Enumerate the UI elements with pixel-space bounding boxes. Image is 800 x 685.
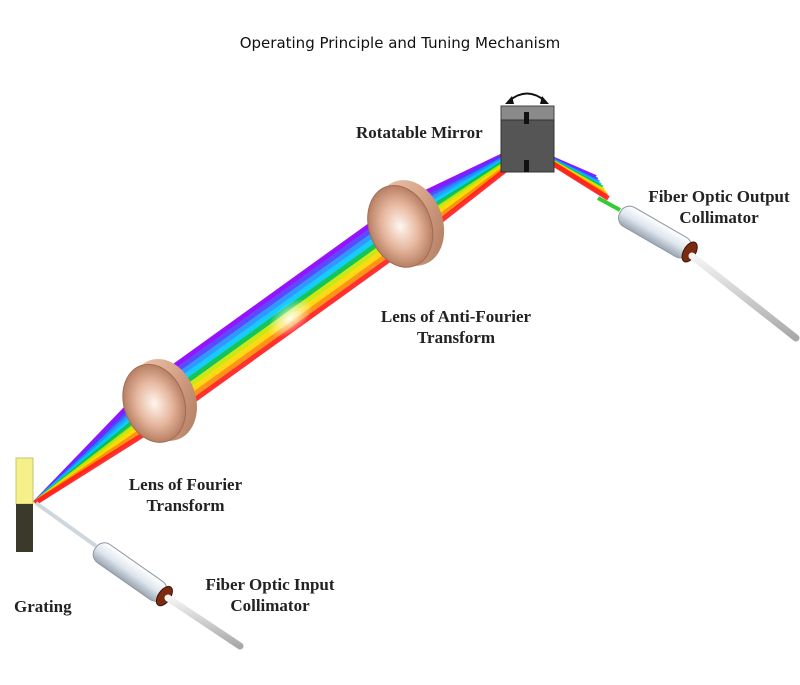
input-collimator — [34, 501, 244, 650]
grating — [15, 457, 34, 552]
fourier-lens — [122, 358, 197, 443]
rotation-arrow — [508, 92, 546, 102]
label-output-collimator-line2: Collimator — [679, 208, 759, 227]
label-output-collimator-line1: Fiber Optic Output — [648, 187, 790, 206]
label-input-collimator-line1: Fiber Optic Input — [205, 575, 335, 594]
output-beam-stub — [597, 196, 621, 212]
beam-glow — [267, 298, 313, 338]
rotatable-mirror — [500, 92, 555, 173]
label-fourier-lens: Lens of Fourier Transform — [108, 474, 263, 516]
label-input-collimator: Fiber Optic Input Collimator — [186, 574, 354, 616]
mirror-pivot-bottom — [524, 160, 529, 172]
rotation-arrowhead-left — [505, 96, 514, 104]
grating-bottom — [16, 504, 33, 552]
label-fourier-line2: Transform — [146, 496, 225, 515]
label-anti-fourier-lens: Lens of Anti-Fourier Transform — [366, 306, 546, 348]
label-anti-fourier-line2: Transform — [416, 328, 496, 347]
grating-top — [15, 457, 34, 505]
label-rotatable-mirror: Rotatable Mirror — [356, 123, 483, 142]
label-anti-fourier-line1: Lens of Anti-Fourier — [380, 307, 532, 326]
anti-fourier-lens — [367, 180, 445, 268]
label-fourier-line1: Lens of Fourier — [128, 475, 243, 494]
output-collimator — [597, 196, 800, 342]
mirror-pivot-top — [524, 112, 529, 124]
label-grating: Grating — [14, 597, 72, 616]
label-input-collimator-line2: Collimator — [230, 596, 310, 615]
label-output-collimator: Fiber Optic Output Collimator — [634, 186, 800, 228]
rotation-arrowhead-right — [540, 96, 549, 104]
output-fiber — [688, 252, 800, 342]
input-fiber — [164, 594, 244, 650]
input-beam-stub — [34, 501, 98, 548]
diagram-title: Operating Principle and Tuning Mechanism — [239, 34, 561, 52]
